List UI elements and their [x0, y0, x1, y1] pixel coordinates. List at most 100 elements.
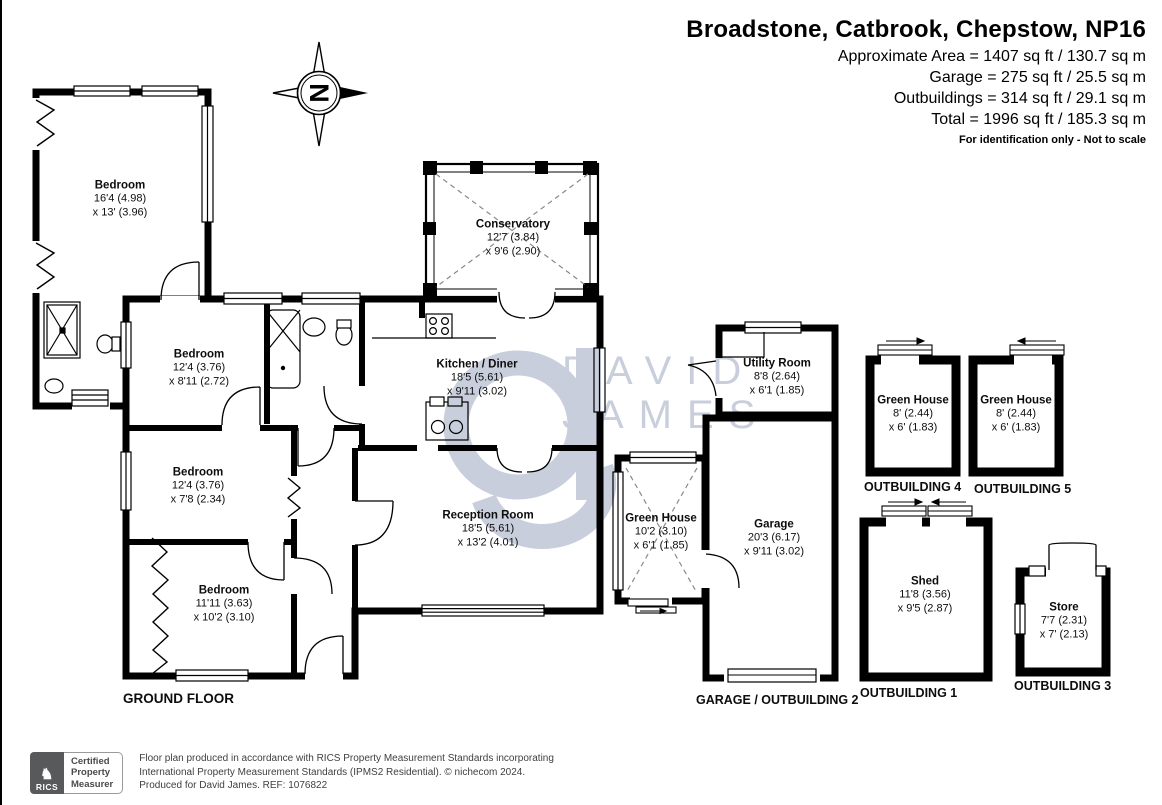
- room-label-conservatory: Conservatory 12'7 (3.84) x 9'6 (2.90): [476, 218, 550, 259]
- cert-line: Certified: [71, 755, 110, 767]
- room-name: Conservatory: [475, 218, 551, 231]
- footer-line-2: International Property Measurement Stand…: [139, 766, 526, 778]
- room-dim: x 9'11 (3.02): [447, 385, 507, 397]
- rics-label: RICS: [35, 782, 59, 792]
- room-name: Kitchen / Diner: [436, 358, 518, 371]
- footer: ♞ RICS Certified Property Measurer Floor…: [30, 752, 554, 794]
- room-dim: x 7'8 (2.34): [170, 493, 226, 505]
- room-name: Bedroom: [198, 584, 250, 597]
- room-dim: 11'11 (3.63): [195, 597, 253, 610]
- sliding-doors: [627, 337, 1065, 615]
- room-label-utility-room: Utility Room 8'8 (2.64) x 6'1 (1.85): [743, 357, 811, 398]
- room-label-store: Store 7'7 (2.31) x 7' (2.13): [1040, 601, 1089, 642]
- compass-north-letter: N: [304, 83, 334, 103]
- caption-garage-outbuilding2: GARAGE / OUTBUILDING 2: [696, 693, 859, 707]
- door-kitchen-reception-right: [526, 447, 553, 473]
- door-front: [304, 635, 344, 675]
- greenhouse2-roof-lines: [625, 467, 698, 594]
- door-store-double: [1048, 542, 1097, 570]
- room-name: Green House: [625, 512, 697, 525]
- room-name: Bedroom: [94, 179, 146, 192]
- doors: [160, 261, 1097, 675]
- room-label-bedroom-2: Bedroom 12'4 (3.76) x 8'11 (2.72): [169, 348, 229, 389]
- conservatory-posts: [423, 161, 597, 297]
- room-name: Store: [1049, 601, 1079, 614]
- page-title: Broadstone, Catbrook, Chepstow, NP16: [686, 16, 1146, 43]
- room-label-reception-room: Reception Room 18'5 (5.61) x 13'2 (4.01): [442, 509, 533, 550]
- garage-walls: [702, 414, 839, 682]
- door-bedroom2: [221, 386, 261, 426]
- room-dim: x 13' (3.96): [92, 206, 148, 218]
- outbuilding5-walls: [968, 355, 1064, 477]
- watermark-line1: DAVID: [562, 349, 756, 393]
- room-name: Green House: [877, 394, 949, 407]
- outbuilding4-walls: [865, 355, 961, 477]
- room-dim: 12'7 (3.84): [486, 231, 540, 244]
- room-dim: x 13'2 (4.01): [457, 536, 519, 548]
- room-dim: 8' (2.44): [995, 407, 1037, 420]
- room-label-bedroom-1: Bedroom 16'4 (4.98) x 13' (3.96): [93, 179, 148, 220]
- windows: [73, 85, 1107, 682]
- door-utility: [687, 360, 717, 397]
- caption-outbuilding4: OUTBUILDING 4: [864, 480, 962, 494]
- door-bedroom3: [297, 427, 335, 467]
- room-name: Bedroom: [172, 466, 224, 479]
- room-label-shed: Shed 11'8 (3.56) x 9'5 (2.87): [898, 575, 953, 616]
- garage-area: Garage = 275 sq ft / 25.5 sq m: [929, 69, 1146, 86]
- room-dim: x 9'6 (2.90): [485, 245, 541, 257]
- room-dim: x 6' (1.83): [888, 421, 938, 433]
- door-garage-side: [705, 553, 740, 589]
- room-dim: 8' (2.44): [892, 407, 934, 420]
- room-name: Green House: [980, 394, 1052, 407]
- caption-outbuilding1: OUTBUILDING 1: [860, 686, 958, 700]
- room-name: Bedroom: [173, 348, 225, 361]
- garage-door: [727, 668, 817, 683]
- room-name: Garage: [754, 518, 794, 531]
- cert-line: Measurer: [71, 778, 114, 790]
- room-dim: x 6' (1.83): [991, 421, 1041, 433]
- disclaimer: For identification only - Not to scale: [958, 134, 1146, 146]
- watermark-line2: JAMES: [562, 393, 770, 437]
- building-conservatory: [423, 161, 600, 299]
- room-label-bedroom-4: Bedroom 11'11 (3.63) x 10'2 (3.10): [194, 584, 255, 625]
- folding-door-symbols: [35, 99, 302, 675]
- rics-logo: ♞ RICS: [30, 752, 64, 794]
- basin: [302, 317, 326, 337]
- davidjames-logo-icon: [443, 348, 617, 550]
- room-dim: x 10'2 (3.10): [193, 611, 255, 623]
- conservatory-roof-lines: [435, 173, 589, 288]
- caption-outbuilding3: OUTBUILDING 3: [1014, 679, 1112, 693]
- room-dim: 18'5 (5.61): [450, 371, 504, 384]
- bedroom4-wardrobe-line: [150, 537, 170, 675]
- shower-tray: [43, 301, 81, 359]
- caption-outbuilding5: OUTBUILDING 5: [974, 482, 1072, 496]
- sink: [44, 378, 64, 394]
- outbuildings-area: Outbuildings = 314 sq ft / 29.1 sq m: [893, 90, 1146, 107]
- footer-line-1: Floor plan produced in accordance with R…: [139, 753, 554, 764]
- utility-counter: [719, 332, 765, 358]
- door-reception: [354, 500, 394, 546]
- outbuilding1-walls: [859, 517, 993, 682]
- door-bedroom1: [160, 261, 200, 301]
- room-dim: 10'2 (3.10): [634, 525, 688, 538]
- door-kitchen-reception-left: [496, 447, 523, 473]
- approx-area: Approximate Area = 1407 sq ft / 130.7 sq…: [837, 48, 1146, 65]
- footer-line-3: Produced for David James. REF: 1076822: [139, 780, 328, 791]
- room-dim: x 6'1 (1.85): [633, 539, 689, 551]
- compass-icon: N: [272, 41, 368, 147]
- room-dim: x 6'1 (1.85): [749, 384, 805, 396]
- room-label-garage: Garage 20'3 (6.17) x 9'11 (3.02): [744, 518, 804, 559]
- door-hall: [293, 557, 333, 595]
- room-dim: 20'3 (6.17): [747, 531, 801, 544]
- room-name: Reception Room: [442, 509, 534, 522]
- header: Broadstone, Catbrook, Chepstow, NP16 App…: [686, 14, 1146, 146]
- bath: [265, 309, 301, 389]
- room-dim: x 9'11 (3.02): [744, 545, 804, 557]
- footer-disclaimer-text: Floor plan produced in accordance with R…: [139, 752, 554, 793]
- room-name: Utility Room: [743, 357, 811, 370]
- room-dim: 16'4 (4.98): [93, 192, 147, 205]
- door-bathroom: [323, 385, 363, 425]
- watermark: DAVID JAMES: [443, 348, 770, 550]
- room-label-kitchen-diner: Kitchen / Diner 18'5 (5.61) x 9'11 (3.02…: [436, 358, 517, 399]
